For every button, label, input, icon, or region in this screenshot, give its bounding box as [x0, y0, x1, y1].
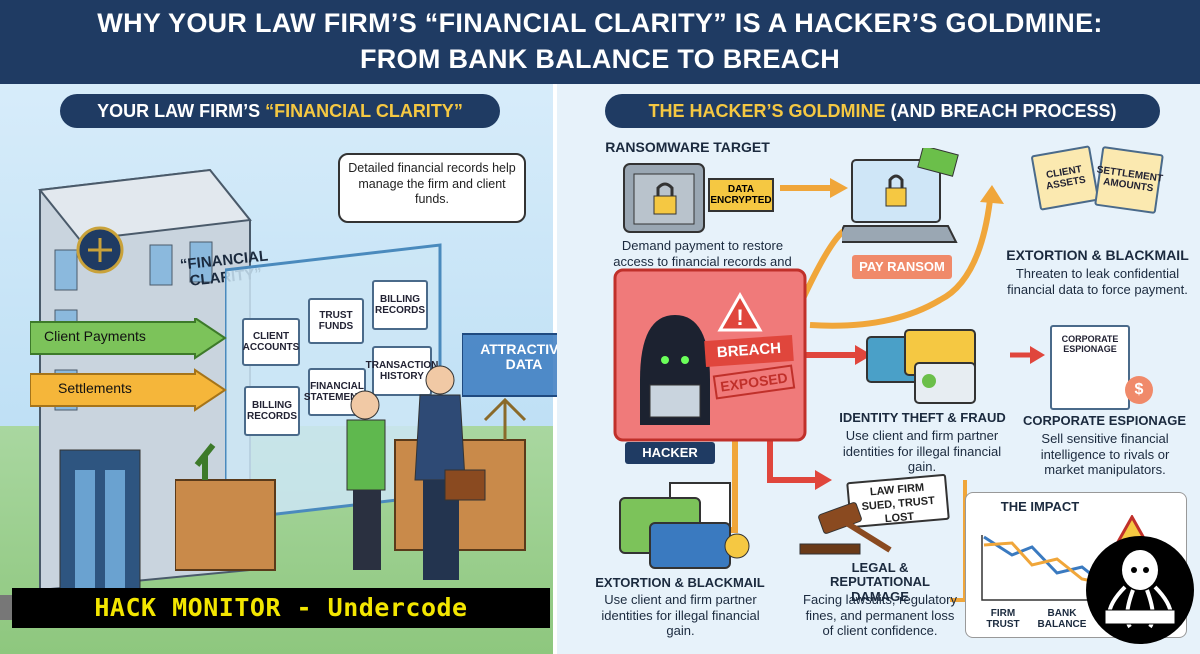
record-billing-records-top: BILLING RECORDS: [372, 280, 428, 330]
attractive-data-label: ATTRACTIVE DATA: [480, 341, 568, 373]
cards-documents-icon: [619, 482, 750, 569]
right-title-b: (AND BREACH PROCESS): [890, 101, 1117, 121]
vault-lock-icon: [623, 163, 705, 233]
right-title: THE HACKER’S GOLDMINE (AND BREACH PROCES…: [605, 94, 1160, 128]
laptop-lock-icon: [842, 148, 959, 243]
left-title: YOUR LAW FIRM’S “FINANCIAL CLARITY”: [60, 94, 500, 128]
header-line1: WHY YOUR LAW FIRM’S “FINANCIAL CLARITY” …: [97, 8, 1103, 38]
doc-client-assets: CLIENT ASSETS: [1030, 145, 1100, 211]
hacker-label: HACKER: [625, 442, 715, 464]
doc-settlement-amounts: SETTLEMENT AMOUNTS: [1094, 145, 1164, 215]
header-line2: FROM BANK BALANCE TO BREACH: [359, 44, 841, 74]
gavel-icon: [799, 502, 892, 555]
doc-corporate-espionage: CORPORATE ESPIONAGE: [1050, 325, 1130, 410]
speech-bubble: Detailed financial records help manage t…: [338, 153, 526, 223]
record-transaction-history: TRANSACTION HISTORY: [366, 346, 438, 396]
legal-desc: Facing lawsuits, regulatory fines, and p…: [803, 592, 957, 639]
impact-title: THE IMPACT: [1000, 499, 1080, 514]
id-cards-icon: [866, 329, 976, 404]
left-title-b: “FINANCIAL CLARITY”: [265, 101, 463, 121]
impact-label-trust: FIRM TRUST: [986, 608, 1020, 630]
identity-desc: Use client and firm partner identities f…: [842, 428, 1002, 475]
record-trust-funds: TRUST FUNDS: [308, 298, 364, 344]
input-settlements: Settlements: [58, 380, 132, 396]
header: WHY YOUR LAW FIRM’S “FINANCIAL CLARITY” …: [0, 0, 1200, 84]
record-client-accounts: CLIENT ACCOUNTS: [242, 318, 300, 366]
extortion1-title: EXTORTION & BLACKMAIL: [1006, 247, 1189, 263]
extortion2-desc: Use client and firm partner identities f…: [601, 592, 760, 639]
impact-label-balance: BANK BALANCE: [1037, 608, 1087, 630]
input-client-payments: Client Payments: [44, 328, 146, 344]
legal-title: LEGAL & REPUTATIONAL DAMAGE: [830, 560, 930, 604]
hack-monitor-badge: HACK MONITOR - Undercode: [12, 588, 550, 628]
input-arrows: [30, 318, 227, 412]
right-title-a: THE HACKER’S GOLDMINE: [648, 101, 891, 121]
pay-ransom-button[interactable]: PAY RANSOM: [852, 255, 952, 279]
extortion1-desc: Threaten to leak confidential financial …: [1007, 266, 1188, 297]
ransom-title: RANSOMWARE TARGET: [605, 139, 770, 155]
octopus-logo-icon: [1086, 536, 1194, 644]
dollar-coin-icon: $: [1125, 376, 1153, 404]
identity-title: IDENTITY THEFT & FRAUD: [839, 410, 1006, 425]
extortion2-title: EXTORTION & BLACKMAIL: [595, 575, 765, 590]
svg-text:!: !: [736, 305, 743, 330]
record-billing-records: BILLING RECORDS: [244, 386, 300, 436]
espionage-title: CORPORATE ESPIONAGE: [1022, 413, 1186, 428]
data-encrypted-tag: DATA ENCRYPTED: [708, 178, 774, 212]
people-illustration: [175, 365, 527, 580]
espionage-desc: Sell sensitive financial intelligence to…: [1040, 431, 1170, 478]
left-title-a: YOUR LAW FIRM’S: [97, 101, 266, 121]
